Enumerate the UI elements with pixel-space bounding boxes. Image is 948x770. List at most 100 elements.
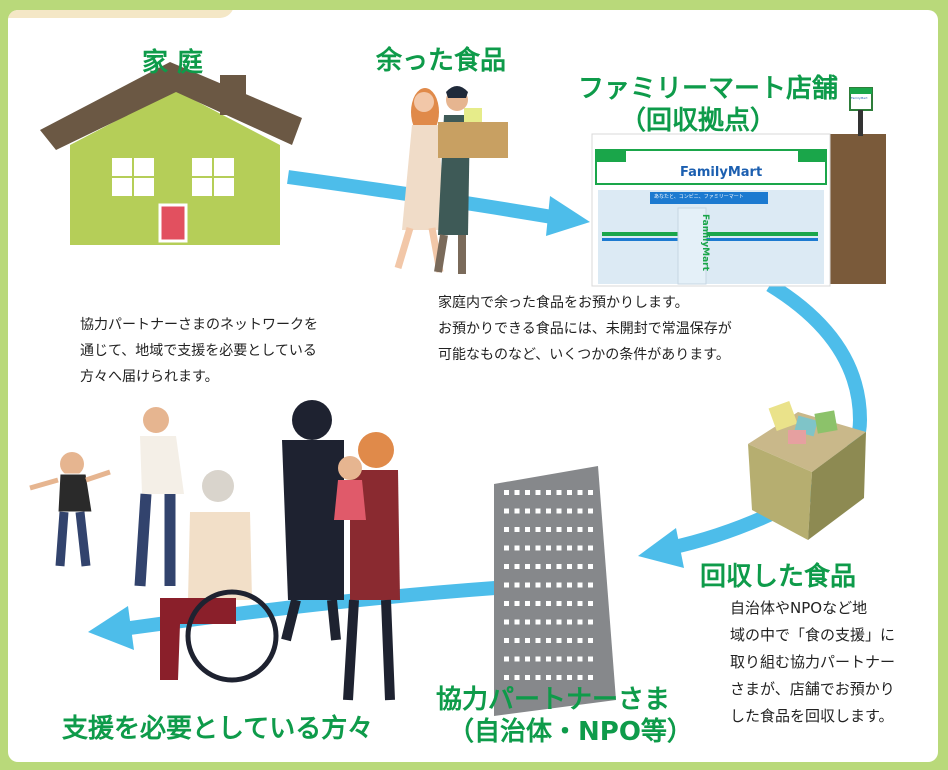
building-window	[577, 638, 583, 643]
building-window	[514, 656, 520, 662]
building-window	[588, 564, 593, 569]
building-window	[535, 582, 541, 588]
building-window	[588, 656, 593, 662]
building-window	[577, 508, 583, 514]
desc-line: 家庭内で余った食品をお預かりします。	[438, 295, 689, 311]
building-window	[504, 582, 509, 588]
building-window	[577, 564, 583, 569]
desc-line: 取り組む協力パートナー	[730, 653, 896, 671]
building-window	[535, 508, 541, 514]
building-window	[556, 601, 562, 606]
building-window	[514, 490, 520, 495]
partner-description: 自治体やNPOなど地 域の中で「食の支援」に 取り組む協力パートナー さまが、店…	[730, 595, 895, 730]
building-window	[556, 582, 562, 588]
arrow-to-people-head	[88, 606, 134, 650]
building-window	[567, 675, 572, 680]
building-window	[546, 638, 551, 643]
building-window	[535, 675, 541, 680]
building-window	[546, 601, 551, 606]
building-window	[556, 638, 562, 643]
people-illustration	[29, 400, 400, 701]
building-window	[567, 545, 572, 551]
building-window	[567, 582, 572, 588]
desc-line: 域の中で「食の支援」に	[730, 626, 896, 644]
building-window	[567, 564, 572, 569]
pole-sign-text: FamilyMart	[851, 96, 868, 100]
building-window	[525, 490, 530, 495]
desc-line: お預かりできる食品には、未開封で常温保存が	[438, 321, 732, 337]
store-vertical-sign: FamilyMart	[700, 214, 710, 271]
building-window	[577, 675, 583, 680]
store-brand-sign: FamilyMart	[680, 165, 763, 180]
building-window	[525, 601, 530, 606]
label-surplus-food: 余った食品	[376, 46, 507, 76]
desc-line: 協力パートナーさまのネットワークを	[80, 317, 318, 333]
label-partner-line1: 協力パートナーさま	[436, 685, 671, 715]
building-window	[546, 675, 551, 680]
partner-building-illustration	[494, 466, 616, 716]
building-window	[504, 656, 509, 662]
label-collected-food: 回収した食品	[700, 562, 857, 592]
building-window	[514, 638, 520, 643]
building-window	[588, 675, 593, 680]
building-window	[525, 508, 530, 514]
desc-line: 自治体やNPOなど地	[730, 599, 868, 617]
desc-line: した食品を回収します。	[730, 707, 894, 725]
building-window	[556, 508, 562, 514]
desc-line: 方々へ届けられます。	[80, 369, 219, 385]
store-tagline-sign: あなたと、コンビニ、ファミリーマート	[654, 194, 744, 200]
building-window	[567, 508, 572, 514]
building-window	[546, 564, 551, 569]
building-window	[556, 564, 562, 569]
building-window	[535, 619, 541, 625]
building-window	[588, 582, 593, 588]
building-window	[567, 490, 572, 495]
building-window	[556, 490, 562, 495]
label-people-in-need: 支援を必要としている方々	[62, 714, 374, 744]
building-window	[577, 545, 583, 551]
building-window	[504, 527, 509, 532]
store-description: 家庭内で余った食品をお預かりします。 お預かりできる食品には、未開封で常温保存が…	[438, 290, 732, 368]
building-window	[556, 545, 562, 551]
arrow-home-to-store-head	[546, 196, 590, 236]
label-partner-line2: （自治体・NPO等）	[448, 717, 693, 747]
building-window	[535, 638, 541, 643]
building-window	[577, 582, 583, 588]
building-window	[535, 656, 541, 662]
building-window	[514, 545, 520, 551]
label-home: 家 庭	[142, 48, 204, 78]
building-window	[577, 656, 583, 662]
top-tab	[8, 10, 234, 18]
building-window	[556, 619, 562, 625]
building-window	[504, 508, 509, 514]
network-description: 協力パートナーさまのネットワークを 通じて、地域で支援を必要としている 方々へ届…	[80, 312, 318, 390]
desc-line: さまが、店舗でお預かり	[730, 680, 895, 698]
building-window	[514, 564, 520, 569]
collected-box-illustration	[748, 400, 866, 540]
building-window	[556, 675, 562, 680]
building-window	[535, 490, 541, 495]
label-store-line1: ファミリーマート店舗	[578, 74, 839, 104]
building-window	[546, 582, 551, 588]
building-window	[556, 527, 562, 532]
building-window	[588, 508, 593, 514]
building-window	[514, 675, 520, 680]
building-window	[577, 490, 583, 495]
building-window	[535, 545, 541, 551]
building-window	[588, 619, 593, 625]
building-window	[525, 656, 530, 662]
building-window	[535, 527, 541, 532]
building-window	[577, 601, 583, 606]
building-window	[588, 601, 593, 606]
building-window	[504, 619, 509, 625]
building-window	[546, 545, 551, 551]
building-window	[525, 527, 530, 532]
building-window	[525, 675, 530, 680]
building-window	[546, 527, 551, 532]
label-store-line2: （回収拠点）	[620, 106, 777, 136]
building-window	[567, 601, 572, 606]
building-window	[588, 638, 593, 643]
building-window	[504, 601, 509, 606]
building-window	[504, 545, 509, 551]
